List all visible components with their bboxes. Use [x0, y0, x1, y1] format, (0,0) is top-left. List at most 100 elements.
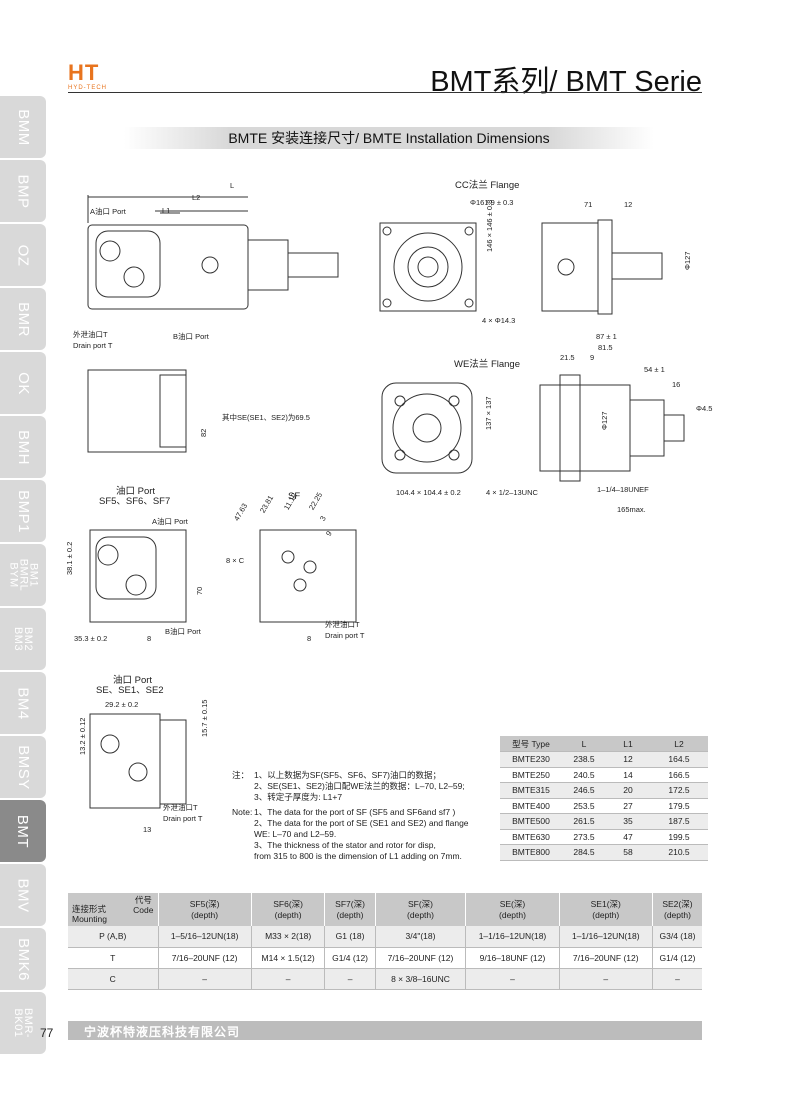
table-cell: M14 × 1.5(12) — [251, 947, 326, 969]
table-cell: 8 × 3/8–16UNC — [375, 968, 467, 990]
cc-flange-front-view — [379, 222, 477, 312]
series-tab-label: BMH — [14, 429, 32, 465]
sf-port-view — [89, 529, 187, 623]
dimension-label: 35.3 ± 0.2 — [74, 634, 108, 643]
table-cell: M33 × 2(18) — [251, 926, 326, 948]
table-cell: BMTE400 — [500, 798, 562, 814]
dimension-label: 71 — [584, 200, 593, 209]
series-tab[interactable]: BMV — [0, 864, 46, 926]
dimension-label: 104.4 × 104.4 ± 0.2 — [396, 488, 461, 497]
series-tab-label: BMSY — [14, 744, 32, 790]
dimension-label: Drain port T — [163, 814, 203, 823]
table-header: SF5(深) (depth) — [158, 893, 252, 926]
series-tab[interactable]: BMR- BK01 — [0, 992, 46, 1054]
series-tab[interactable]: BMT — [0, 800, 46, 862]
dimension-label: L2 — [192, 193, 201, 202]
series-tab[interactable]: BMP1 — [0, 480, 46, 542]
table-header: SE2(深) (depth) — [652, 893, 702, 926]
note-cn-3: 3、转定子厚度为: L1+7 — [254, 792, 343, 802]
series-tab[interactable]: BMR — [0, 288, 46, 350]
logo-subtext: HYD-TECH — [68, 85, 107, 91]
table-cell: – — [324, 968, 376, 990]
dimension-label: 38.1 ± 0.2 — [65, 541, 74, 575]
table-cell: 199.5 — [650, 829, 708, 845]
dimension-label: 146 × 146 ± 0.8 — [485, 199, 494, 252]
dimension-label: SF — [288, 491, 301, 502]
table-cell: C — [68, 968, 159, 990]
dimension-label: 4 × Φ14.3 — [482, 316, 516, 325]
series-tab[interactable]: BM4 — [0, 672, 46, 734]
table-header: L1 — [606, 736, 650, 752]
dimension-label: 13.2 ± 0.12 — [78, 717, 87, 755]
dimension-label: 29.2 ± 0.2 — [105, 700, 139, 709]
dimension-label: 15.7 ± 0.15 — [200, 699, 209, 737]
table-cell: 20 — [606, 782, 650, 799]
corner-mounting-label: 连接形式 Mounting — [72, 904, 107, 924]
table-cell: BMTE630 — [500, 829, 562, 845]
series-tab[interactable]: BMP — [0, 160, 46, 222]
page-number: 77 — [40, 1026, 54, 1040]
table-cell: 27 — [606, 798, 650, 814]
dimension-label: 油口 Port — [113, 675, 153, 686]
table-header: 型号 Type — [500, 736, 562, 752]
table-cell: 210.5 — [650, 844, 708, 861]
dimension-label: 9 — [590, 353, 595, 362]
table-cell: G1/4 (12) — [652, 947, 702, 969]
dimension-label: 137 × 137 — [484, 396, 493, 430]
dimension-label: Φ127 — [683, 251, 692, 271]
dimension-label: Φ4.5 — [696, 404, 713, 413]
series-tab-label: BMR — [14, 301, 32, 337]
dimension-label: 81.5 — [598, 343, 613, 352]
table-cell: 238.5 — [562, 751, 606, 768]
series-tab[interactable]: BMM — [0, 96, 46, 158]
installation-drawings — [87, 195, 685, 623]
series-tab[interactable]: OZ — [0, 224, 46, 286]
table-cell: 1–5/16–12UN(18) — [158, 926, 252, 948]
dimension-label: Drain port T — [325, 631, 365, 640]
table-cell: 240.5 — [562, 767, 606, 783]
table-cell: 273.5 — [562, 829, 606, 845]
dimension-label: 油口 Port — [116, 486, 156, 497]
table-cell: 179.5 — [650, 798, 708, 814]
table-cell: 284.5 — [562, 844, 606, 861]
series-tab-label: OZ — [14, 244, 32, 266]
dimension-label: SE、SE1、SE2 — [96, 685, 164, 696]
series-tab-label: BMP1 — [14, 489, 32, 533]
sf-detail-view — [259, 529, 357, 623]
dimension-label: A油口 Port — [90, 207, 126, 216]
dimension-label: 70 — [195, 586, 204, 595]
series-tab[interactable]: BMH — [0, 416, 46, 478]
table-cell: G1 (18) — [324, 926, 376, 948]
series-tab-label: BMV — [14, 877, 32, 913]
table-cell: 164.5 — [650, 751, 708, 768]
table-cell: BMTE250 — [500, 767, 562, 783]
series-tab[interactable]: OK — [0, 352, 46, 414]
table-row: C–––8 × 3/8–16UNC––– — [68, 968, 702, 990]
notes-cn-label: 注： — [232, 770, 250, 780]
note-cn-2: 2、SE(SE1、SE2)油口配WE法兰的数据：L–70, L2–59; — [254, 781, 465, 791]
table-cell: BMTE315 — [500, 782, 562, 799]
table-cell: – — [158, 968, 252, 990]
series-tab[interactable]: BMSY — [0, 736, 46, 798]
series-tab[interactable]: BMK6 — [0, 928, 46, 990]
series-tab-label: BMT — [14, 814, 32, 848]
dimension-label: 8 — [307, 634, 312, 643]
series-tab[interactable]: BM1 BMRL BYM — [0, 544, 46, 606]
series-tab-label: BMM — [14, 108, 32, 146]
dimension-label: 4 × 1/2–13UNC — [486, 488, 538, 497]
table-header: L — [562, 736, 606, 752]
corner-code-label: 代号 Code — [133, 895, 154, 915]
series-tab[interactable]: BM2 BM3 — [0, 608, 46, 670]
dimension-label: 82 — [199, 428, 208, 437]
motor-top-view — [87, 369, 187, 453]
table-header: SF7(深) (depth) — [324, 893, 376, 926]
table-cell: 9/16–18UNF (12) — [465, 947, 560, 969]
dimension-label: 8 × C — [226, 556, 245, 565]
table-cell: – — [251, 968, 326, 990]
